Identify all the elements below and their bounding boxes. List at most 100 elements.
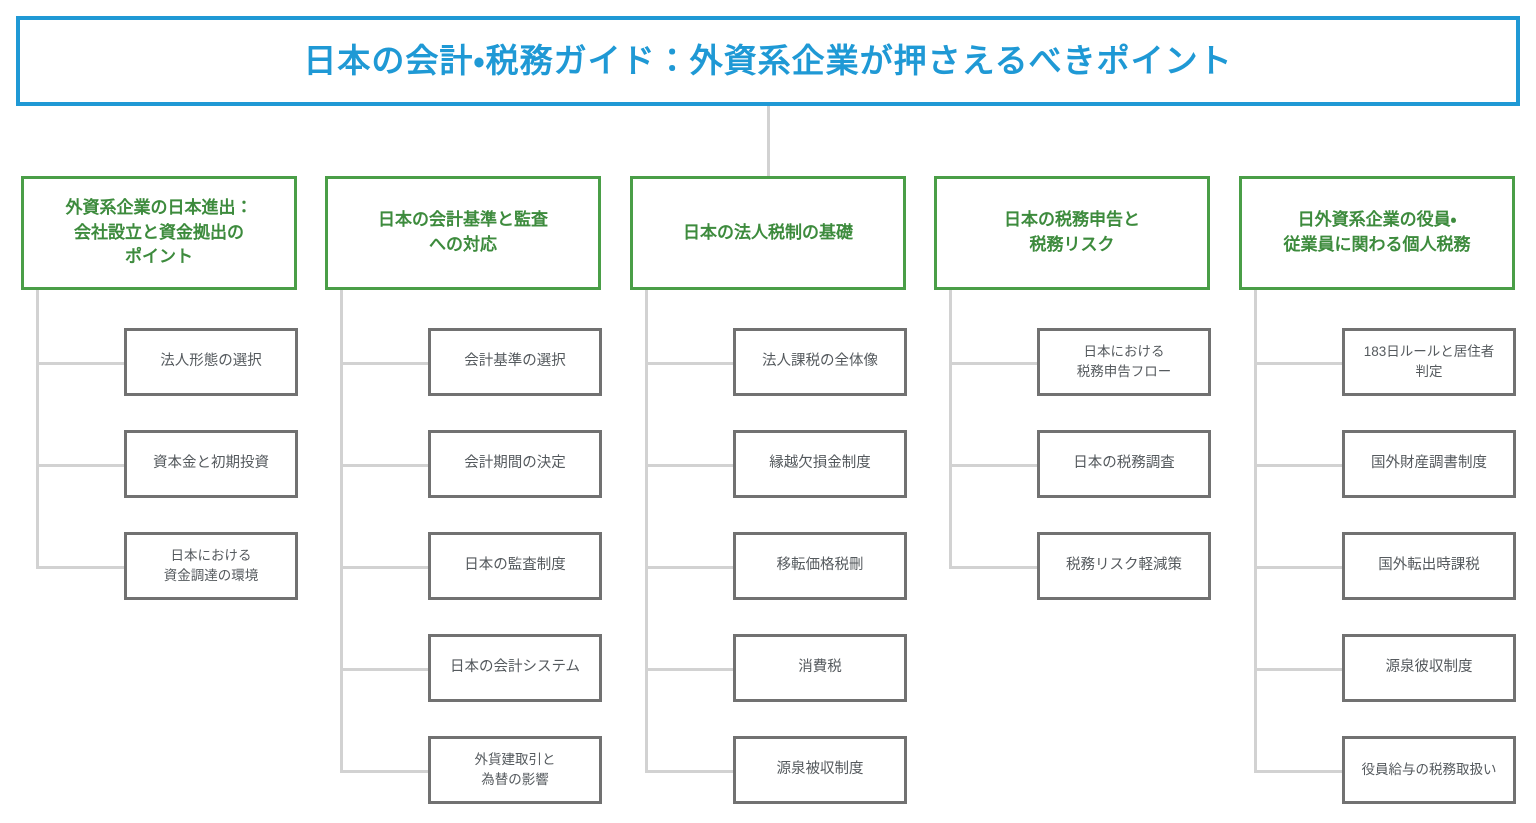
leaf-line: 日本における bbox=[1083, 343, 1165, 359]
leaf-line: 源泉彼収制度 bbox=[1385, 659, 1473, 676]
category-line: 日本の法人税制の基礎 bbox=[683, 222, 853, 242]
category-box-1[interactable]: 外資系企業の日本進出：会社設立と資金拠出のポイント bbox=[21, 176, 297, 290]
branch-line-3-1 bbox=[645, 362, 733, 365]
branch-line-4-2 bbox=[949, 464, 1037, 467]
leaf-line: 税務リスク軽減策 bbox=[1066, 557, 1182, 574]
leaf-box-2-3[interactable]: 日本の監査制度 bbox=[428, 532, 602, 600]
category-box-3[interactable]: 日本の法人税制の基礎 bbox=[630, 176, 906, 290]
leaf-box-2-5[interactable]: 外貨建取引と為替の影響 bbox=[428, 736, 602, 804]
branch-line-5-2 bbox=[1254, 464, 1342, 467]
leaf-box-2-2[interactable]: 会計期間の決定 bbox=[428, 430, 602, 498]
leaf-label-5-3: 国外転出時課税 bbox=[1378, 555, 1480, 577]
leaf-box-3-1[interactable]: 法人課税の全体像 bbox=[733, 328, 907, 396]
leaf-label-4-2: 日本の税務調査 bbox=[1073, 453, 1175, 475]
branch-line-3-2 bbox=[645, 464, 733, 467]
category-line: 日本の税務申告と bbox=[1004, 210, 1140, 230]
branch-line-3-3 bbox=[645, 566, 733, 569]
leaf-label-3-4: 消費税 bbox=[798, 657, 842, 679]
trunk-line-3 bbox=[645, 290, 648, 770]
leaf-box-1-2[interactable]: 資本金と初期投資 bbox=[124, 430, 298, 498]
leaf-line: 法人課税の全体像 bbox=[762, 353, 878, 370]
leaf-label-2-3: 日本の監査制度 bbox=[464, 555, 566, 577]
leaf-box-3-3[interactable]: 移転価格税刪 bbox=[733, 532, 907, 600]
leaf-line: 為替の影響 bbox=[481, 772, 549, 787]
category-box-5[interactable]: 日外資系企業の役員・従業員に関わる個人税務 bbox=[1239, 176, 1515, 290]
leaf-label-1-3: 日本における資金調達の環境 bbox=[164, 546, 259, 587]
leaf-line: 日本の監査制度 bbox=[464, 557, 566, 574]
leaf-label-1-1: 法人形態の選択 bbox=[160, 351, 262, 373]
trunk-line-1 bbox=[36, 290, 39, 566]
leaf-box-1-1[interactable]: 法人形態の選択 bbox=[124, 328, 298, 396]
leaf-line: 資金調達の環境 bbox=[163, 568, 259, 583]
leaf-label-2-1: 会計基準の選択 bbox=[464, 351, 566, 373]
leaf-line: 移転価格税刪 bbox=[776, 557, 864, 574]
category-box-4[interactable]: 日本の税務申告と税務リスク bbox=[934, 176, 1210, 290]
leaf-line: 法人形態の選択 bbox=[160, 353, 262, 370]
leaf-line: 会計基準の選択 bbox=[464, 353, 566, 370]
leaf-box-2-4[interactable]: 日本の会計システム bbox=[428, 634, 602, 702]
leaf-box-4-2[interactable]: 日本の税務調査 bbox=[1037, 430, 1211, 498]
category-label-3: 日本の法人税制の基礎 bbox=[683, 221, 853, 246]
leaf-line: 税務申告フロー bbox=[1076, 364, 1172, 379]
branch-line-2-4 bbox=[340, 668, 428, 671]
category-line: 日外資系企業の役員・ bbox=[1297, 210, 1457, 230]
leaf-line: 役員給与の税務取扱い bbox=[1361, 761, 1497, 777]
leaf-box-3-5[interactable]: 源泉被収制度 bbox=[733, 736, 907, 804]
leaf-box-2-1[interactable]: 会計基準の選択 bbox=[428, 328, 602, 396]
leaf-box-4-1[interactable]: 日本における税務申告フロー bbox=[1037, 328, 1211, 396]
branch-line-1-3 bbox=[36, 566, 124, 569]
leaf-line: 日本の会計システム bbox=[449, 659, 581, 676]
branch-line-5-1 bbox=[1254, 362, 1342, 365]
trunk-line-2 bbox=[340, 290, 343, 770]
branch-line-4-3 bbox=[949, 566, 1037, 569]
leaf-label-5-2: 国外財産調書制度 bbox=[1371, 453, 1487, 475]
leaf-line: 183日ルールと居住者 bbox=[1363, 343, 1495, 359]
category-label-1: 外資系企業の日本進出：会社設立と資金拠出のポイント bbox=[66, 196, 253, 270]
leaf-label-5-4: 源泉彼収制度 bbox=[1386, 657, 1473, 679]
leaf-box-5-4[interactable]: 源泉彼収制度 bbox=[1342, 634, 1516, 702]
leaf-box-5-2[interactable]: 国外財産調書制度 bbox=[1342, 430, 1516, 498]
branch-line-5-4 bbox=[1254, 668, 1342, 671]
category-label-5: 日外資系企業の役員・従業員に関わる個人税務 bbox=[1284, 208, 1471, 257]
leaf-label-2-2: 会計期間の決定 bbox=[464, 453, 566, 475]
branch-line-4-1 bbox=[949, 362, 1037, 365]
leaf-label-4-1: 日本における税務申告フロー bbox=[1077, 342, 1172, 383]
leaf-label-1-2: 資本金と初期投資 bbox=[153, 453, 269, 475]
leaf-line: 国外財産調書制度 bbox=[1371, 455, 1487, 472]
diagram-title-box: 日本の会計・税務ガイド：外資系企業が押さえるべきポイント bbox=[16, 16, 1520, 106]
branch-line-3-4 bbox=[645, 668, 733, 671]
trunk-line-5 bbox=[1254, 290, 1257, 770]
leaf-line: 外貨建取引と bbox=[474, 751, 556, 767]
root-connector-line bbox=[767, 106, 770, 176]
branch-line-2-5 bbox=[340, 770, 428, 773]
leaf-line: 日本の税務調査 bbox=[1073, 455, 1175, 472]
leaf-box-4-3[interactable]: 税務リスク軽減策 bbox=[1037, 532, 1211, 600]
leaf-line: 資本金と初期投資 bbox=[153, 455, 269, 472]
leaf-label-4-3: 税務リスク軽減策 bbox=[1066, 555, 1182, 577]
category-line: への対応 bbox=[429, 235, 497, 254]
leaf-box-5-1[interactable]: 183日ルールと居住者判定 bbox=[1342, 328, 1516, 396]
leaf-box-3-2[interactable]: 縁越欠損金制度 bbox=[733, 430, 907, 498]
leaf-box-1-3[interactable]: 日本における資金調達の環境 bbox=[124, 532, 298, 600]
category-line: 従業員に関わる個人税務 bbox=[1283, 235, 1471, 254]
leaf-label-3-2: 縁越欠損金制度 bbox=[769, 453, 871, 475]
leaf-label-2-5: 外貨建取引と為替の影響 bbox=[475, 750, 556, 791]
leaf-box-3-4[interactable]: 消費税 bbox=[733, 634, 907, 702]
leaf-line: 国外転出時課税 bbox=[1378, 557, 1480, 574]
leaf-label-3-5: 源泉被収制度 bbox=[777, 759, 864, 781]
leaf-line: 判定 bbox=[1415, 364, 1443, 379]
branch-line-1-1 bbox=[36, 362, 124, 365]
leaf-line: 会計期間の決定 bbox=[464, 455, 566, 472]
category-line: 日本の会計基準と監査 bbox=[378, 210, 548, 230]
category-label-4: 日本の税務申告と税務リスク bbox=[1004, 208, 1140, 257]
leaf-line: 源泉被収制度 bbox=[776, 761, 864, 778]
leaf-label-5-5: 役員給与の税務取扱い bbox=[1362, 760, 1497, 780]
category-line: ポイント bbox=[125, 247, 193, 267]
branch-line-1-2 bbox=[36, 464, 124, 467]
category-label-2: 日本の会計基準と監査への対応 bbox=[378, 208, 548, 257]
category-box-2[interactable]: 日本の会計基準と監査への対応 bbox=[325, 176, 601, 290]
leaf-box-5-3[interactable]: 国外転出時課税 bbox=[1342, 532, 1516, 600]
leaf-box-5-5[interactable]: 役員給与の税務取扱い bbox=[1342, 736, 1516, 804]
branch-line-3-5 bbox=[645, 770, 733, 773]
